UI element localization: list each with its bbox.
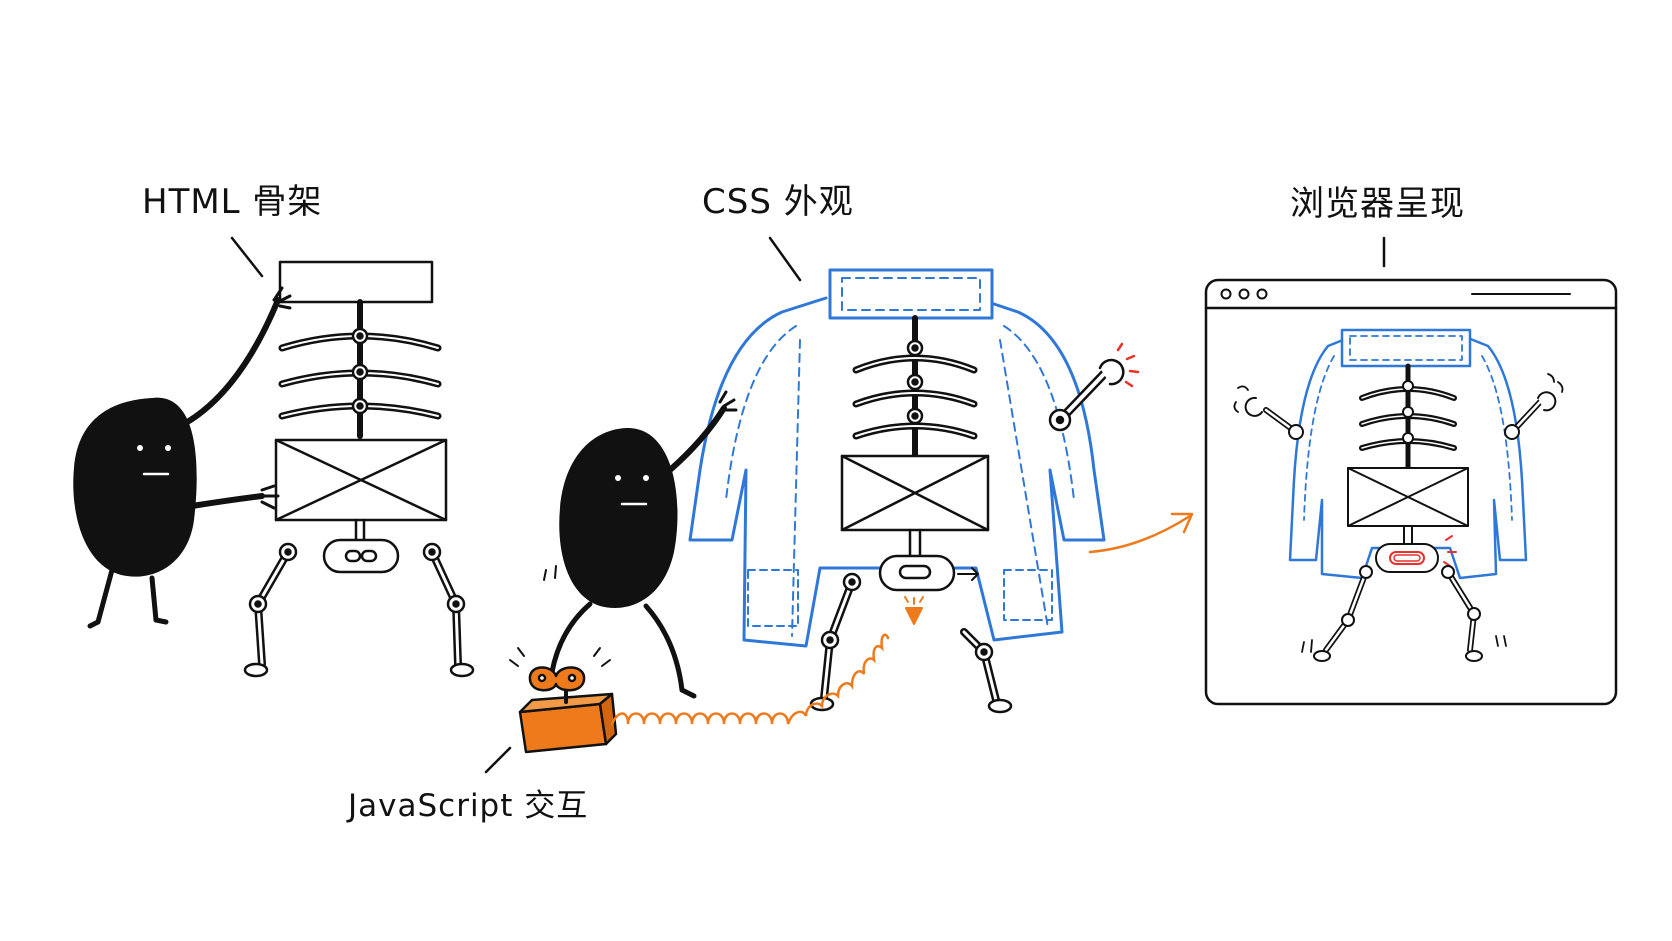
javascript-windup-box <box>509 647 618 754</box>
javascript-spring-cable <box>610 633 890 726</box>
css-appearance-label: CSS 外观 <box>702 182 854 222</box>
html-label-pointer <box>230 236 264 278</box>
render-arrow <box>1088 514 1192 554</box>
blob-character-middle <box>543 390 738 699</box>
window-dots-icon <box>1220 288 1268 300</box>
html-skeleton-label: HTML 骨架 <box>142 182 323 222</box>
link-icon <box>344 549 378 563</box>
javascript-interaction-label: JavaScript 交互 <box>348 788 589 824</box>
browser-render-label: 浏览器呈现 <box>1290 184 1465 224</box>
html-skeleton <box>243 260 475 678</box>
browser-window <box>1204 278 1618 706</box>
blob-character-left <box>73 286 292 629</box>
windup-key <box>528 666 586 692</box>
js-label-pointer <box>484 746 512 774</box>
skeleton-head-block <box>278 260 434 304</box>
css-label-pointer <box>768 236 802 282</box>
